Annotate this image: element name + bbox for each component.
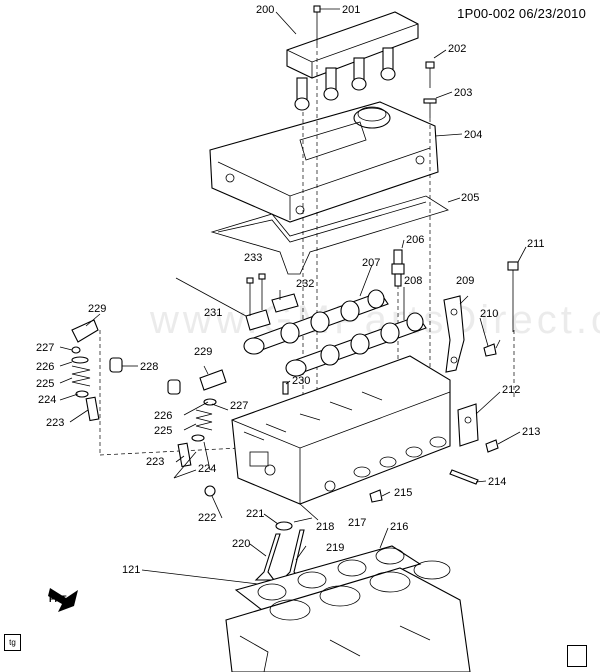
- cylinder-head-part: [231, 355, 451, 521]
- bracket-part: [443, 295, 501, 373]
- exhaust-stud-part: [449, 469, 479, 485]
- gm-logo-icon: [567, 645, 587, 667]
- callout-225-center: 225: [154, 425, 172, 437]
- coil-bolt-part: [313, 5, 340, 44]
- callout-201: 201: [342, 4, 360, 16]
- callout-210: 210: [480, 308, 498, 320]
- callout-232: 232: [296, 278, 314, 290]
- front-direction-label: FRT: [49, 594, 67, 604]
- callout-215: 215: [394, 487, 412, 499]
- diagram-code: 1P00-002 06/23/2010: [457, 6, 586, 21]
- front-direction-arrow-icon: [48, 588, 78, 612]
- callout-211: 211: [527, 238, 545, 250]
- callout-230: 230: [292, 375, 310, 387]
- callout-233: 233: [244, 252, 262, 264]
- corner-tag: tg: [4, 634, 21, 651]
- callout-212: 212: [502, 384, 520, 396]
- callout-200: 200: [256, 4, 274, 16]
- callout-labels: 200 201 202 203 204 205 206 207 208 209 …: [36, 4, 545, 576]
- engine-block-part: [225, 560, 471, 672]
- head-gasket-part: [234, 545, 422, 611]
- callout-121: 121: [122, 564, 140, 576]
- ignition-coil-part: [286, 11, 419, 111]
- callout-205: 205: [461, 192, 479, 204]
- callout-224-left: 224: [38, 394, 56, 406]
- callout-218: 218: [316, 521, 334, 533]
- small-bolt-part: [369, 489, 383, 503]
- callout-217: 217: [348, 517, 366, 529]
- callout-225-left: 225: [36, 378, 54, 390]
- callout-206: 206: [406, 234, 424, 246]
- callout-208: 208: [404, 275, 422, 287]
- exhaust-camshaft-part: [285, 312, 427, 377]
- plug-part: [204, 485, 216, 497]
- callout-227-left: 227: [36, 342, 54, 354]
- callout-213: 213: [522, 426, 540, 438]
- callout-229-left: 229: [88, 303, 106, 315]
- callout-219: 219: [326, 542, 344, 554]
- callout-226-center: 226: [154, 410, 172, 422]
- callout-221: 221: [246, 508, 264, 520]
- callout-202: 202: [448, 43, 466, 55]
- callout-203: 203: [454, 87, 472, 99]
- callout-214: 214: [488, 476, 506, 488]
- left-valvetrain-parts: [71, 319, 289, 479]
- callout-223-center: 223: [146, 456, 164, 468]
- intake-camshaft-part: [243, 289, 389, 355]
- callout-204: 204: [464, 129, 482, 141]
- callout-226-left: 226: [36, 361, 54, 373]
- callout-222: 222: [198, 512, 216, 524]
- callout-224-center: 224: [198, 463, 216, 475]
- camshaft-cap-part: [245, 273, 299, 331]
- callout-228: 228: [140, 361, 158, 373]
- callout-223-left: 223: [46, 417, 64, 429]
- spark-plug-part: [391, 239, 405, 287]
- cover-gasket-part: [210, 195, 461, 275]
- lift-bracket-part: [457, 403, 499, 453]
- callout-229-center: 229: [194, 346, 212, 358]
- stud-and-bolt-parts: [423, 49, 453, 118]
- callout-216: 216: [390, 521, 408, 533]
- callout-231: 231: [204, 307, 222, 319]
- camshaft-cover-part: [209, 101, 463, 223]
- long-bolt-part: [507, 246, 527, 332]
- callout-207: 207: [362, 257, 380, 269]
- callout-209: 209: [456, 275, 474, 287]
- callout-227-center: 227: [230, 400, 248, 412]
- callout-220: 220: [232, 538, 250, 550]
- leader-lines: [59, 11, 521, 585]
